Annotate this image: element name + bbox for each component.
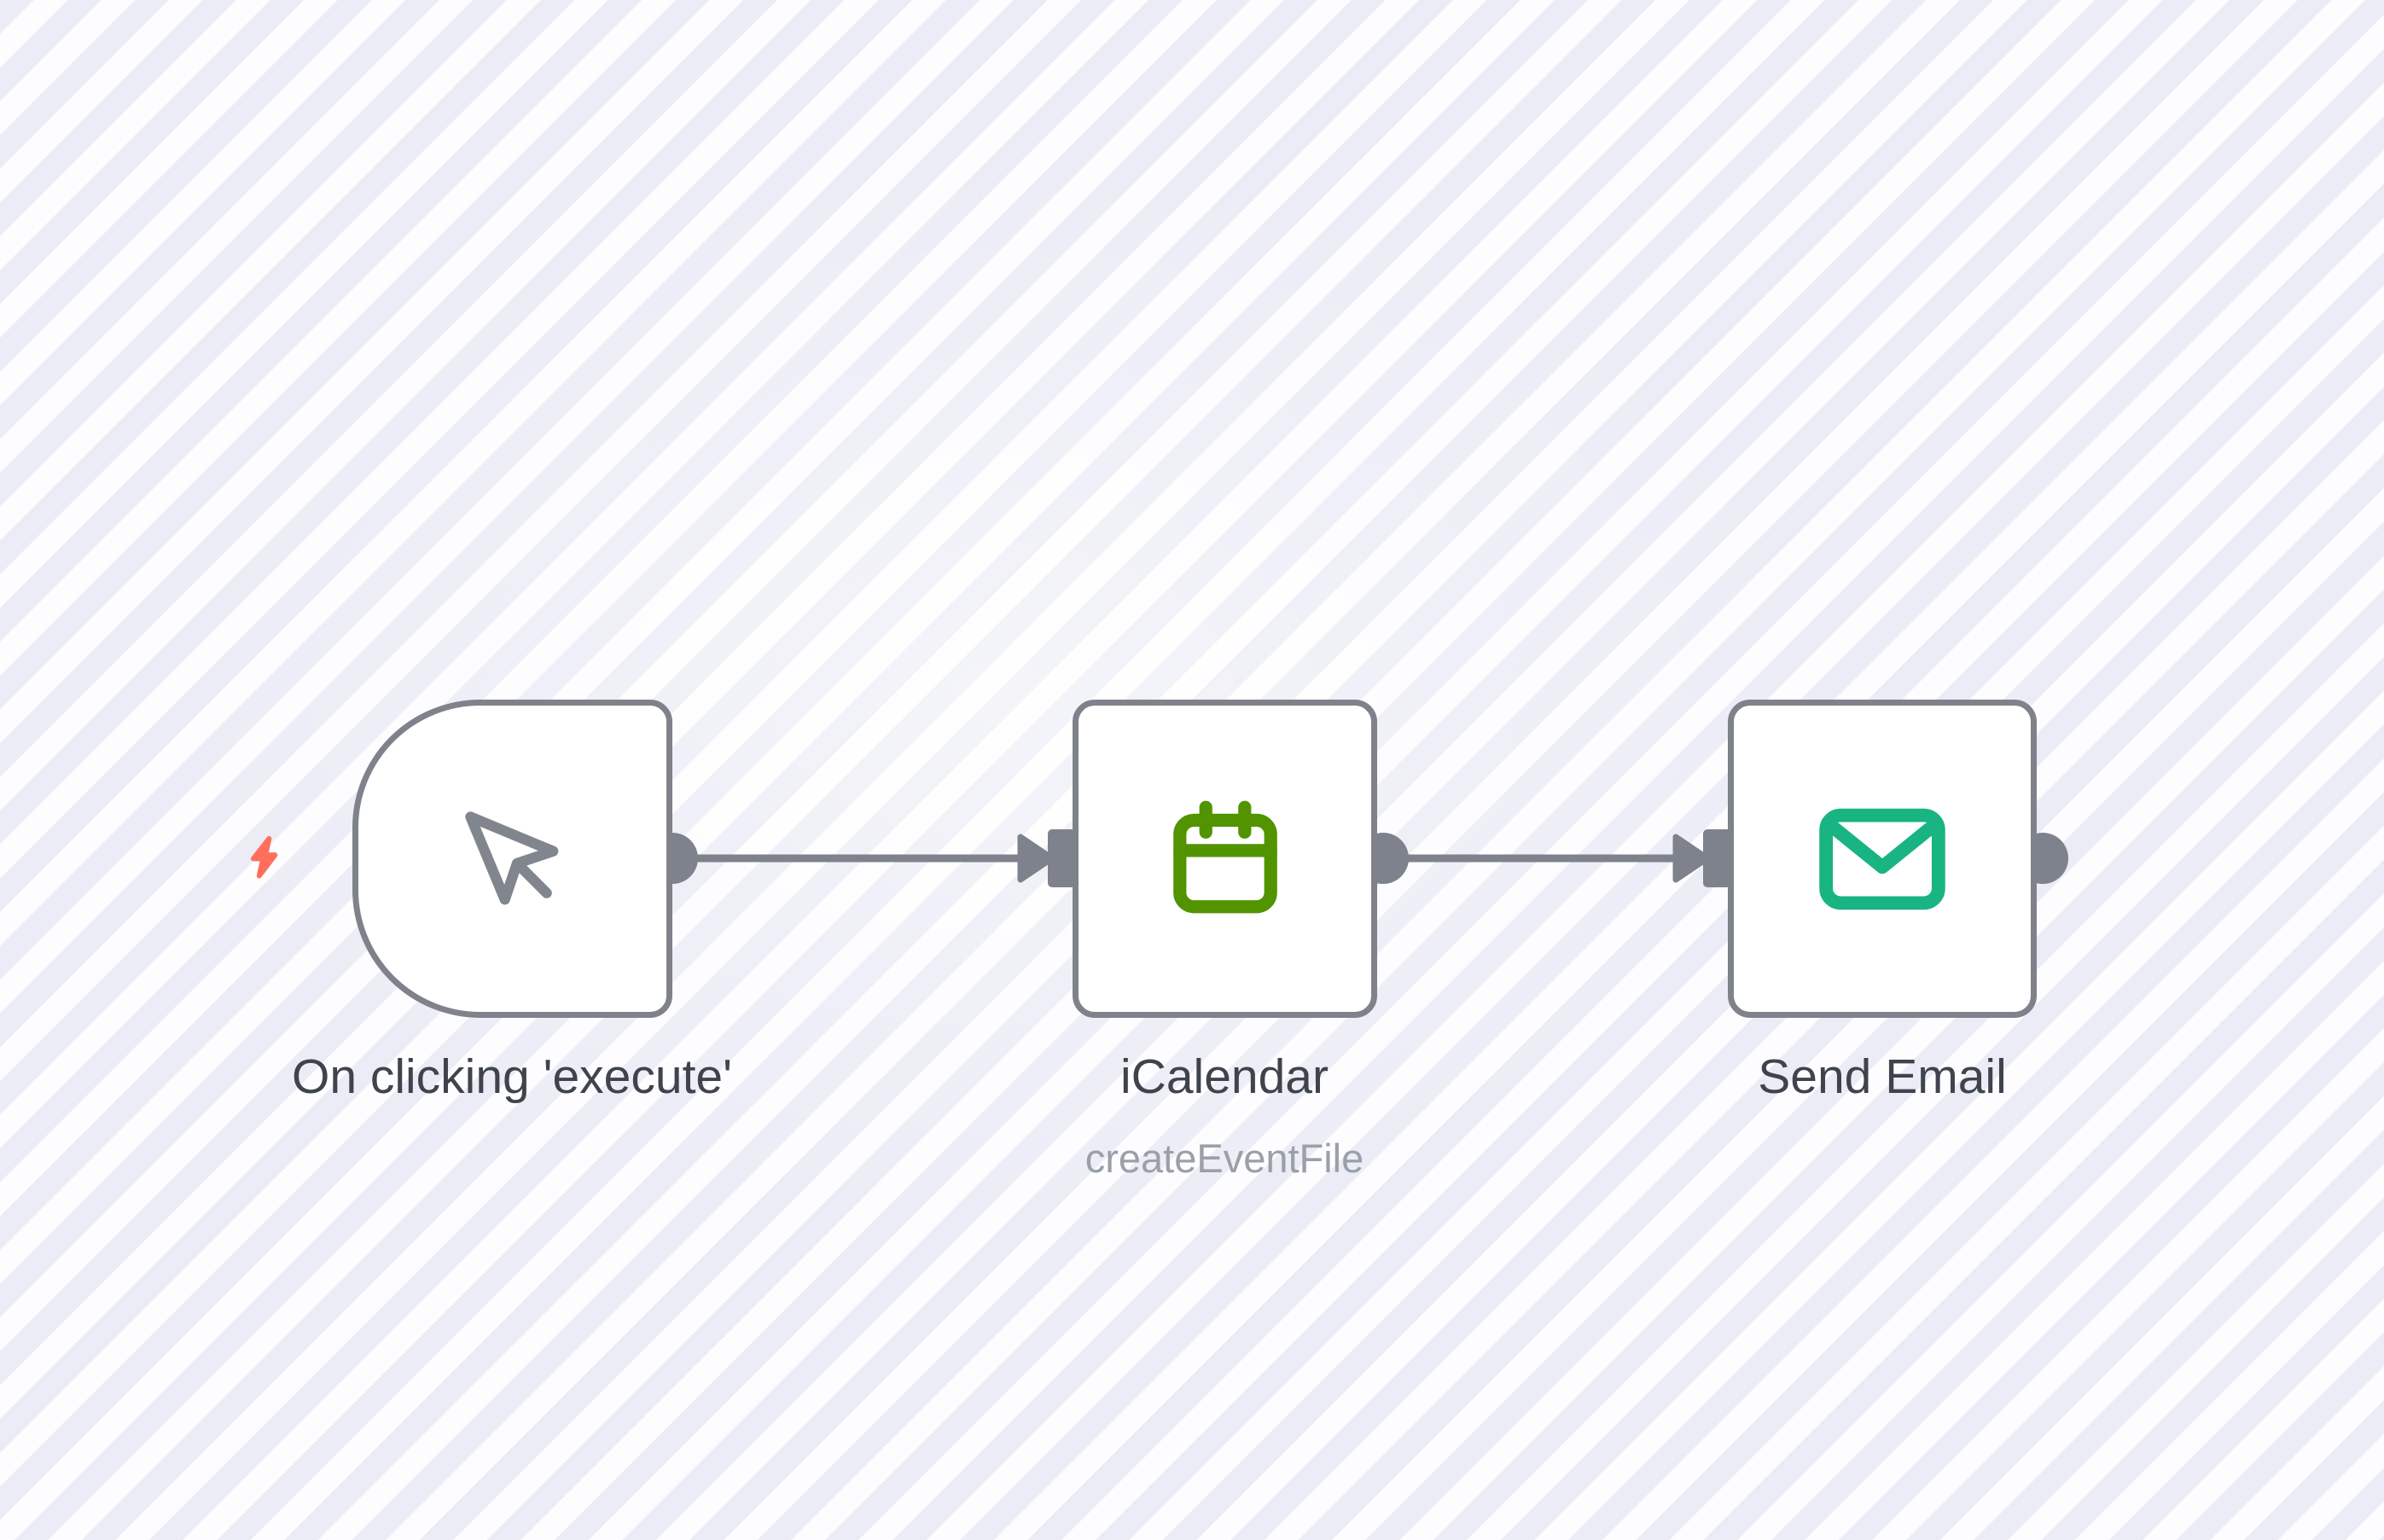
calendar-icon <box>1172 800 1277 913</box>
node-manual-trigger[interactable] <box>352 700 672 1018</box>
mouse-pointer-icon <box>464 811 558 904</box>
node-subtitle-icalendar: createEventFile <box>1084 1136 1364 1181</box>
node-send-email[interactable] <box>1728 700 2037 1018</box>
envelope-icon <box>1819 808 1945 909</box>
icalendar-input-endpoint[interactable] <box>1017 829 1076 887</box>
node-label-send-email[interactable]: Send Email <box>1758 1049 2007 1104</box>
node-label-icalendar[interactable]: iCalendar <box>1120 1049 1329 1104</box>
lightning-bolt-icon <box>251 836 278 879</box>
node-label-trigger[interactable]: On clicking 'execute' <box>291 1049 732 1104</box>
send-email-input-endpoint[interactable] <box>1672 829 1731 887</box>
node-icalendar[interactable] <box>1073 700 1377 1018</box>
